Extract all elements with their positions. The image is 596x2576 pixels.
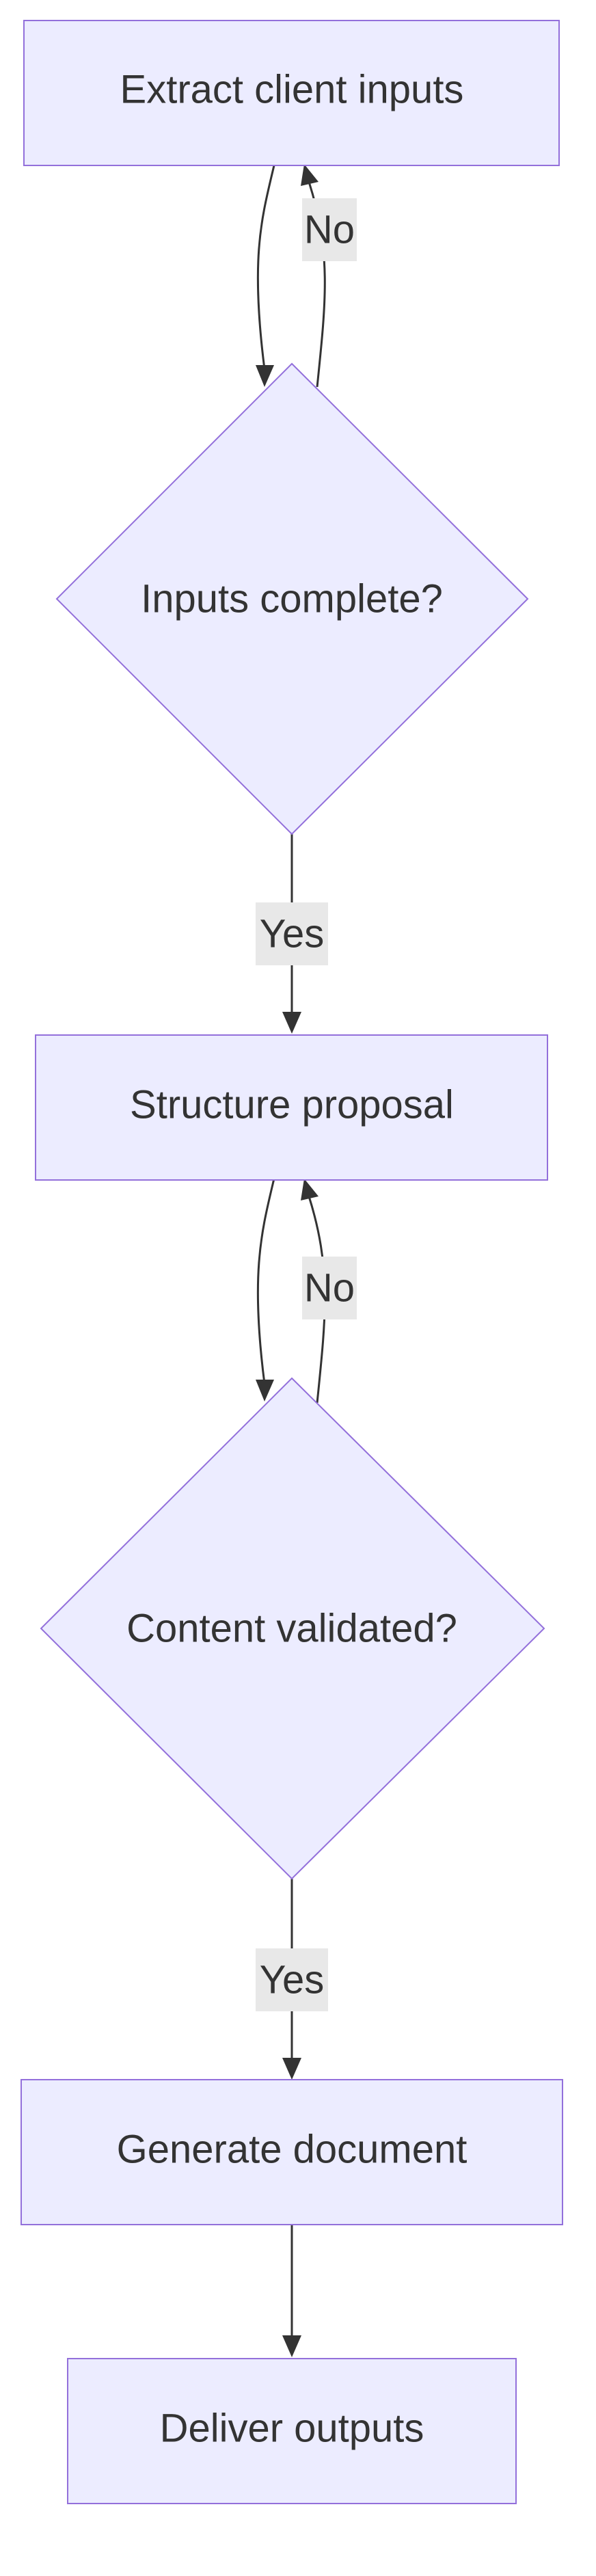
edge-label-content-no-text: No	[304, 1266, 355, 1311]
edge-label-inputs-yes: Yes	[256, 902, 328, 965]
edge-structure-to-content-check	[256, 1178, 275, 1384]
node-inputs-complete-decision: Inputs complete?	[55, 362, 529, 835]
node-generate-document-label: Generate document	[117, 2128, 468, 2172]
edge-label-inputs-no-text: No	[304, 208, 355, 252]
node-structure-proposal-label: Structure proposal	[130, 1083, 454, 1127]
node-extract-client-inputs: Extract client inputs	[23, 20, 560, 166]
node-deliver-outputs: Deliver outputs	[67, 2358, 517, 2504]
node-structure-proposal: Structure proposal	[35, 1034, 548, 1181]
arrowhead-generate-to-deliver	[282, 2335, 301, 2357]
arrowhead-structure-to-content-check	[256, 1380, 274, 1401]
arrowhead-inputs-check-yes-to-structure	[282, 1012, 301, 1034]
edge-label-content-no: No	[302, 1257, 357, 1319]
edge-label-content-yes: Yes	[256, 1948, 328, 2011]
node-deliver-outputs-label: Deliver outputs	[160, 2406, 424, 2451]
arrowhead-content-check-no-to-structure	[301, 1179, 319, 1200]
edge-label-inputs-no: No	[302, 198, 357, 261]
edge-label-inputs-yes-text: Yes	[260, 912, 325, 956]
edge-label-content-yes-text: Yes	[260, 1958, 325, 2002]
arrowhead-extract-to-inputs-check	[256, 365, 274, 387]
arrowhead-inputs-check-no-to-extract	[301, 164, 319, 186]
edge-extract-to-inputs-check	[256, 165, 275, 370]
node-content-validated-decision: Content validated?	[40, 1377, 545, 1880]
node-inputs-complete-label: Inputs complete?	[141, 577, 443, 621]
node-generate-document: Generate document	[21, 2079, 563, 2225]
arrowhead-content-check-yes-to-generate	[282, 2058, 301, 2080]
node-extract-client-inputs-label: Extract client inputs	[120, 68, 464, 112]
node-content-validated-label: Content validated?	[126, 1607, 457, 1651]
